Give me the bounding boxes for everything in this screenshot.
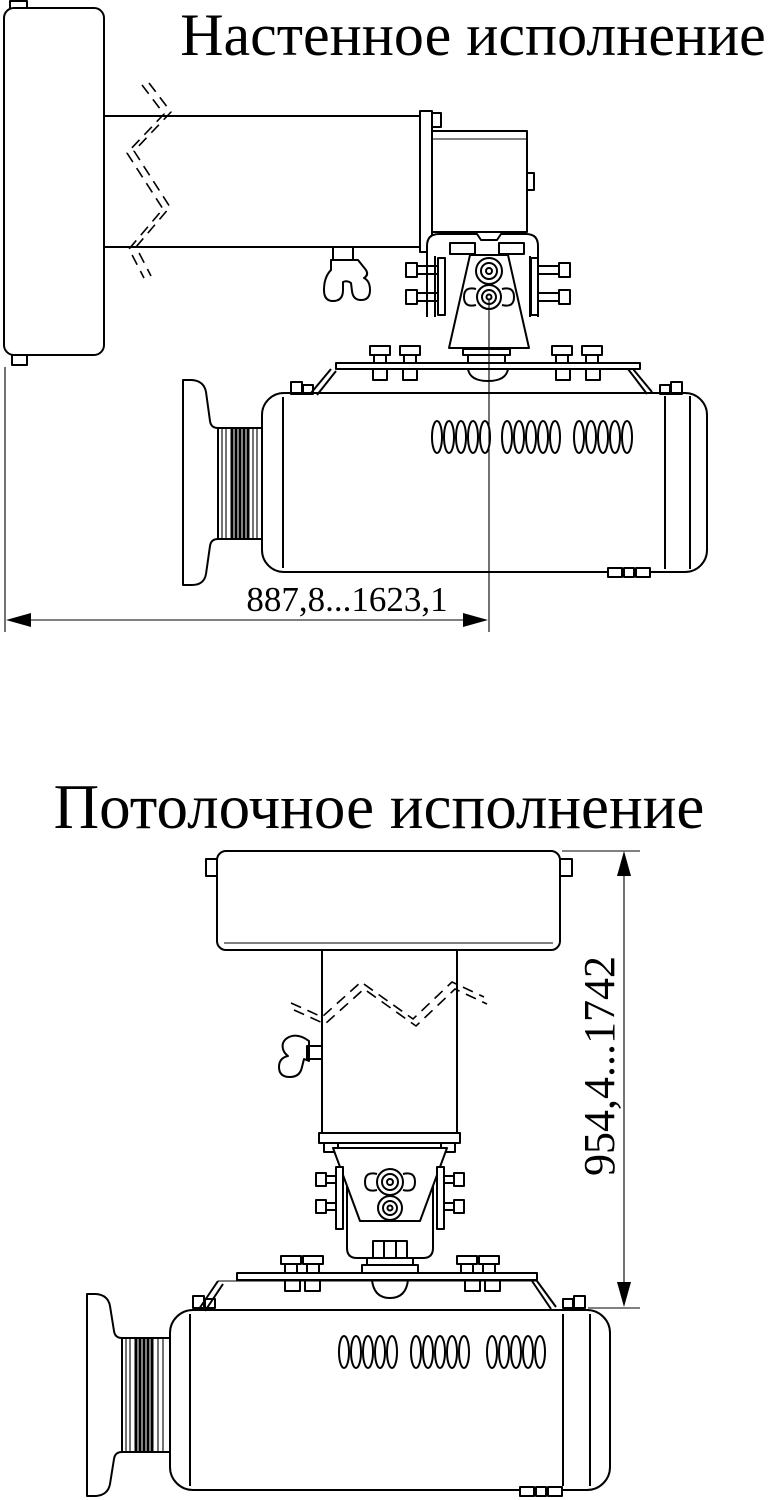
arrowhead-up <box>617 851 631 876</box>
wing-nut-ceiling <box>278 1034 323 1078</box>
projector-lens-ceiling <box>86 1293 172 1497</box>
vent-slots <box>431 420 633 454</box>
ceiling-mount-figure: Потолочное исполнение <box>54 772 705 1497</box>
tilt-bracket <box>405 233 571 364</box>
projector-body <box>261 392 708 578</box>
hex-nut <box>361 1240 419 1274</box>
wing-nut <box>323 246 371 302</box>
telescopic-arm <box>104 110 535 253</box>
arrowhead-down <box>617 1282 631 1307</box>
mount-plate-ceiling <box>192 1255 586 1312</box>
dimension-horizontal: 887,8...1623,1 <box>4 367 488 632</box>
break-line-ceiling <box>290 981 488 1027</box>
wall-plate <box>3 0 105 366</box>
column-foot <box>318 1132 461 1153</box>
tilt-bracket-ceiling <box>315 1147 465 1274</box>
dimension-label-wall: 887,8...1623,1 <box>246 580 447 619</box>
mount-column <box>321 950 458 1133</box>
projector-lens <box>182 379 264 586</box>
arrowhead-right <box>463 613 488 627</box>
ceiling-plate <box>205 850 573 951</box>
projector-body-ceiling <box>169 1309 611 1497</box>
break-line <box>126 82 172 279</box>
figure-title-wall: Настенное исполнение <box>180 2 766 68</box>
wall-mount-figure: Настенное исполнение <box>3 0 766 632</box>
dimension-vertical: 954,4...1742 <box>562 850 640 1309</box>
dimension-label-ceiling: 954,4...1742 <box>575 956 624 1176</box>
figure-title-ceiling: Потолочное исполнение <box>54 772 705 842</box>
mount-plate <box>290 345 683 396</box>
vent-slots-ceiling <box>338 1335 546 1369</box>
arrowhead-left <box>6 613 31 627</box>
